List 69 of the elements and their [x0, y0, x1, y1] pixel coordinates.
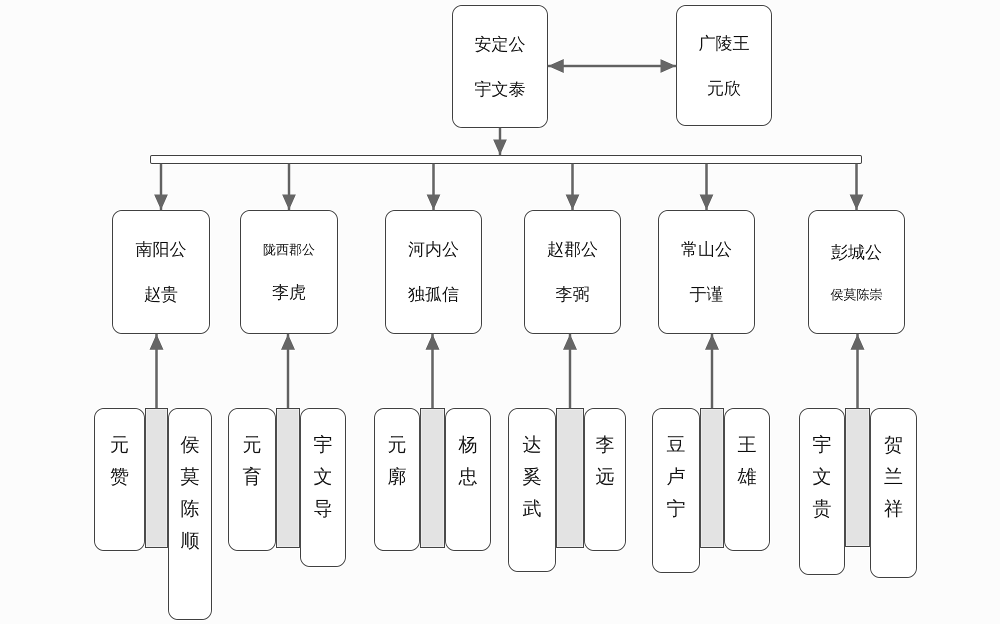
- name-box: [374, 408, 420, 551]
- arrow: [548, 59, 676, 73]
- person-box: [808, 210, 905, 334]
- name-text: 贺兰祥: [884, 433, 904, 522]
- name-box: [508, 408, 556, 572]
- arrow: [850, 334, 864, 408]
- person-box: [676, 5, 772, 126]
- name-text: 元育: [242, 433, 262, 490]
- connector-bar: [420, 408, 445, 548]
- name-text: 于谨: [690, 284, 724, 306]
- arrow: [281, 334, 295, 408]
- connector-bar: [700, 408, 724, 548]
- name-box: [799, 408, 845, 575]
- person-box: [452, 5, 548, 128]
- person-box: [240, 210, 338, 334]
- name-box: [168, 408, 212, 620]
- arrow: [426, 164, 440, 210]
- name-text: 王雄: [737, 433, 757, 490]
- name-text: 豆卢宁: [666, 433, 686, 522]
- name-text: 独孤信: [408, 284, 459, 306]
- name-text: 宇文导: [313, 433, 333, 522]
- name-box: [724, 408, 770, 551]
- title-text: 南阳公: [136, 239, 186, 261]
- name-text: 达奚武: [522, 433, 542, 522]
- person-box: [112, 210, 210, 334]
- name-text: 元欣: [707, 78, 741, 100]
- name-box: [228, 408, 276, 551]
- name-text: 侯莫陈崇: [830, 286, 882, 304]
- title-text: 常山公: [681, 239, 732, 261]
- connector-bar: [845, 408, 870, 547]
- connector-bar: [145, 408, 168, 548]
- arrow: [282, 164, 296, 210]
- person-box: [385, 210, 482, 334]
- name-box: [652, 408, 700, 573]
- name-box: [300, 408, 346, 567]
- arrow: [850, 164, 864, 210]
- title-text: 河内公: [408, 239, 459, 261]
- arrow: [563, 334, 577, 408]
- title-text: 彭城公: [831, 242, 882, 264]
- name-text: 杨忠: [458, 433, 478, 490]
- arrow: [493, 128, 507, 155]
- title-text: 安定公: [474, 34, 526, 56]
- name-box: [94, 408, 145, 551]
- arrow: [154, 164, 168, 210]
- title-text: 广陵王: [698, 32, 750, 54]
- arrow: [566, 164, 580, 210]
- name-box: [870, 408, 917, 578]
- name-text: 李弼: [556, 284, 590, 306]
- arrow: [150, 334, 164, 408]
- arrow: [700, 164, 714, 210]
- person-box: [658, 210, 755, 334]
- title-text: 陇西郡公: [263, 242, 315, 258]
- name-box: [445, 408, 491, 551]
- title-text: 赵郡公: [547, 239, 598, 261]
- name-text: 李虎: [272, 282, 306, 304]
- branch-bar: [150, 155, 862, 164]
- name-text: 宇文贵: [812, 433, 832, 522]
- name-text: 宇文泰: [474, 78, 526, 100]
- name-box: [584, 408, 626, 551]
- arrow: [426, 334, 440, 408]
- name-text: 元廓: [387, 433, 407, 490]
- person-box: [524, 210, 621, 334]
- name-text: 侯莫陈顺: [180, 433, 200, 554]
- connector-bar: [276, 408, 300, 548]
- connector-bar: [556, 408, 584, 548]
- name-text: 元赞: [110, 433, 130, 490]
- name-text: 李远: [595, 433, 615, 490]
- arrow: [705, 334, 719, 408]
- name-text: 赵贵: [144, 284, 178, 306]
